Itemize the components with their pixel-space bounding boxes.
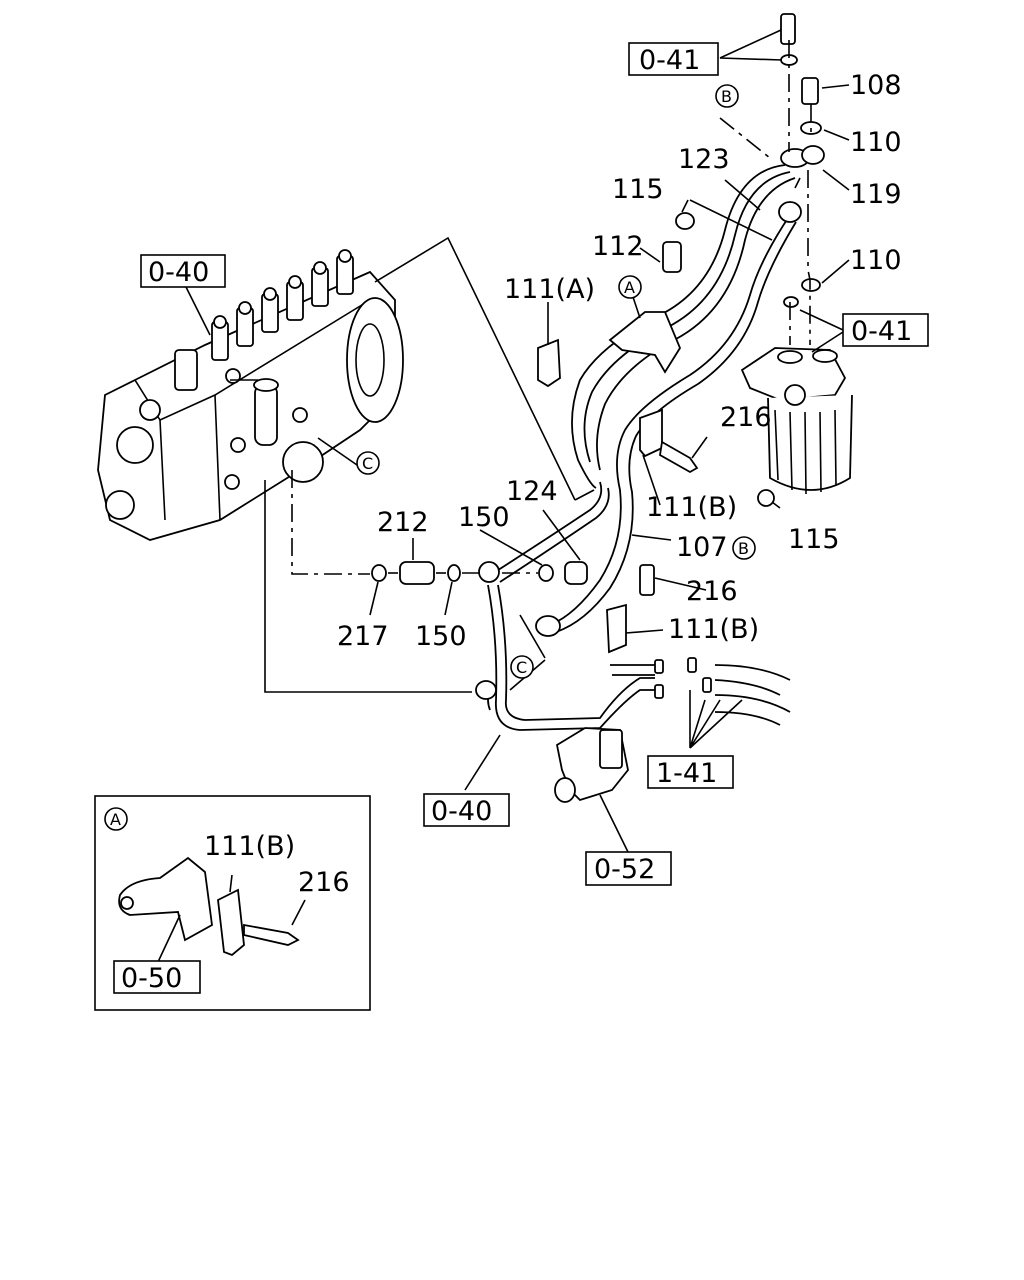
reference-boxes: 0-41 0-40 0-41 1-41 0-40 0-52 0-50	[113, 42, 929, 994]
leader-lines	[184, 29, 850, 853]
callout-212: 212	[377, 507, 429, 538]
callout-111a: 111(A)	[504, 274, 595, 305]
callout-108: 108	[850, 70, 902, 101]
callout-112: 112	[592, 231, 644, 262]
ref-0-52: 0-52	[594, 854, 655, 885]
marker-a-bracket: A	[624, 278, 635, 297]
injection-pump	[97, 249, 404, 541]
callout-119: 119	[850, 179, 902, 210]
marker-b-filter: B	[738, 539, 749, 558]
callout-110-upper: 110	[850, 127, 902, 158]
callout-115-lower: 115	[788, 524, 840, 555]
ref-0-50: 0-50	[121, 963, 182, 994]
callout-216-upper: 216	[720, 402, 772, 433]
ref-box-1-41	[647, 755, 734, 789]
ref-0-41-top: 0-41	[639, 45, 700, 76]
part-callouts: 108 110 119 123 115 112 110 111(A) 216 1…	[204, 70, 902, 898]
ref-box-0-52	[585, 851, 672, 886]
callout-111b-inset: 111(B)	[204, 831, 295, 862]
callout-107: 107	[676, 532, 728, 563]
ref-1-41: 1-41	[656, 758, 717, 789]
callout-216-inset: 216	[298, 867, 350, 898]
pump-plungers	[211, 249, 354, 361]
marker-a-inset: A	[110, 810, 121, 829]
callout-150-lower: 150	[415, 621, 467, 652]
callout-115-upper: 115	[612, 174, 664, 205]
callout-111b-lower: 111(B)	[668, 614, 759, 645]
fittings	[371, 13, 825, 803]
marker-b-top: B	[721, 87, 732, 106]
marker-c-pipe: C	[516, 658, 527, 677]
ref-box-0-41-top	[628, 42, 719, 76]
callout-123: 123	[678, 144, 730, 175]
ref-0-41-filter: 0-41	[851, 316, 912, 347]
callout-110-lower: 110	[850, 245, 902, 276]
callout-124: 124	[506, 476, 558, 507]
ref-box-0-40-pipe	[423, 793, 510, 827]
ref-0-40-pump: 0-40	[148, 257, 209, 288]
marker-c-pump: C	[362, 454, 373, 473]
view-markers: B A C B C A	[104, 84, 756, 831]
callout-150-upper: 150	[458, 502, 510, 533]
callout-217: 217	[337, 621, 389, 652]
callout-111b-upper: 111(B)	[646, 492, 737, 523]
ref-box-0-41-filter	[842, 313, 929, 347]
callout-216-mid: 216	[686, 576, 738, 607]
ref-box-0-50	[113, 960, 201, 994]
ref-0-40-pipe: 0-40	[431, 796, 492, 827]
fuel-filter	[740, 347, 853, 495]
ref-box-0-40-pump	[140, 254, 226, 288]
